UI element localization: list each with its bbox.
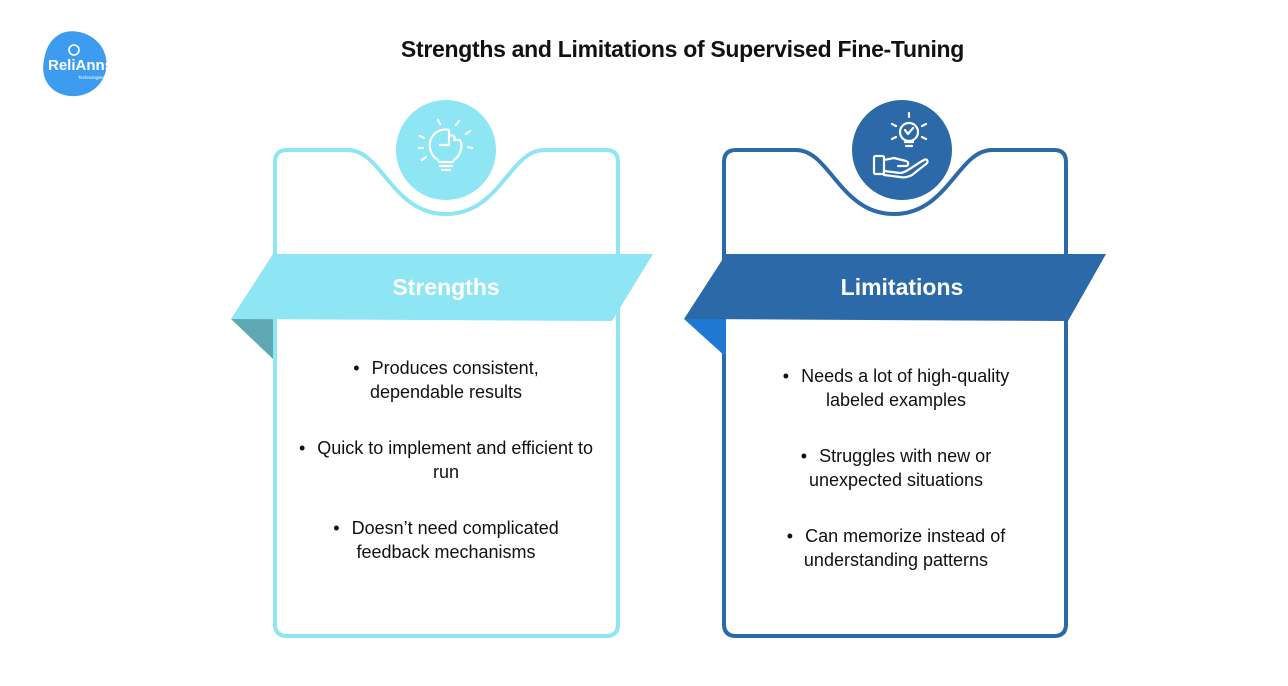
- page-title: Strengths and Limitations of Supervised …: [400, 36, 965, 62]
- lightbulb-puzzle-icon: [396, 100, 496, 200]
- logo-subtext: Technologies: [78, 75, 105, 80]
- limitations-banner-fold: [684, 319, 726, 357]
- list-item: Can memorize instead of understanding pa…: [742, 524, 1050, 572]
- logo-text: ReliAnns: [48, 57, 110, 74]
- strengths-banner: [231, 254, 653, 321]
- strengths-title: Strengths: [392, 274, 500, 300]
- limitations-title: Limitations: [840, 274, 964, 300]
- strengths-list: Produces consistent, dependable results …: [292, 356, 600, 596]
- limitations-banner: [684, 254, 1106, 321]
- list-item: Needs a lot of high-quality labeled exam…: [742, 364, 1050, 412]
- list-item: Struggles with new or unexpected situati…: [742, 444, 1050, 492]
- list-item: Quick to implement and efficient to run: [292, 436, 600, 484]
- company-logo: ReliAnns Technologies: [40, 28, 110, 98]
- list-item: Doesn’t need complicated feedback mechan…: [292, 516, 600, 564]
- strengths-banner-fold: [231, 319, 273, 359]
- hand-lightbulb-icon: [852, 100, 952, 200]
- list-item: Produces consistent, dependable results: [292, 356, 600, 404]
- limitations-list: Needs a lot of high-quality labeled exam…: [742, 364, 1050, 604]
